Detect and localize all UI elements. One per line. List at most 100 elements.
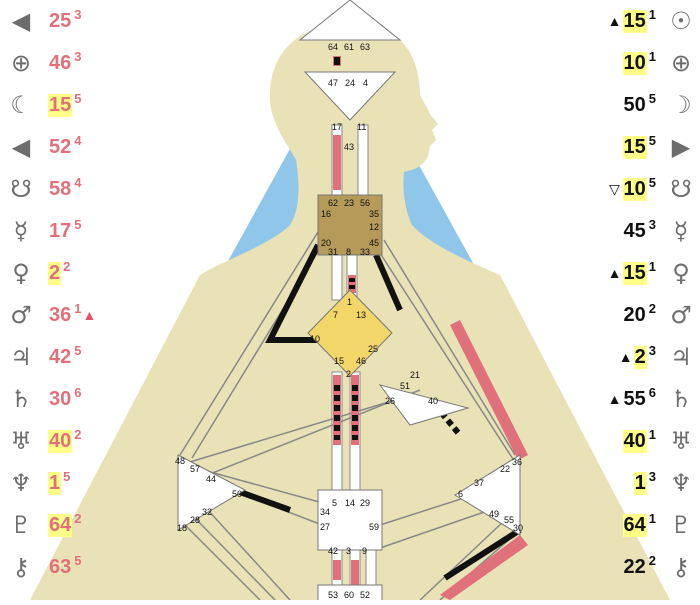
line-number: 2 — [74, 426, 82, 442]
gate-number: 46 — [49, 51, 72, 74]
gate-number: 15 — [48, 93, 73, 117]
line-number: 1 — [648, 258, 656, 274]
mercury-icon: ☿ — [13, 217, 29, 245]
gate-label: 15 — [334, 356, 344, 366]
gate-label: 13 — [356, 310, 366, 320]
gate-label: 29 — [360, 498, 370, 508]
gate-label: 34 — [320, 507, 330, 517]
line-number: 1 — [648, 6, 656, 22]
fixation-arrow-icon: ▲ — [82, 307, 97, 323]
gate-label: 62 — [328, 198, 338, 208]
gate-label: 20 — [321, 238, 331, 248]
gate-number: 2 — [633, 345, 647, 369]
gate-label: 53 — [328, 590, 338, 600]
gate-label: 30 — [513, 523, 523, 533]
gate-label: 32 — [202, 507, 212, 517]
gate-label: 35 — [369, 209, 379, 219]
gate-label: 46 — [356, 356, 366, 366]
gate-label: 63 — [360, 42, 370, 52]
gate-label: 45 — [369, 238, 379, 248]
gate-label: 61 — [344, 42, 354, 52]
gate-label: 31 — [328, 247, 338, 257]
uranus-icon: ♅ — [10, 427, 32, 455]
throat-center — [317, 194, 383, 256]
gate-number: 63 — [49, 555, 72, 578]
gate-label: 10 — [310, 334, 320, 344]
line-number: 6 — [648, 384, 656, 400]
line-number: 2 — [74, 510, 82, 526]
moon-icon: ☾ — [10, 91, 32, 119]
spleen-center — [177, 454, 247, 531]
pluto-icon: ♇ — [670, 511, 692, 539]
fixation-arrow-icon: ▲ — [607, 13, 622, 29]
line-number: 1 — [648, 48, 656, 64]
pluto-icon: ♇ — [10, 511, 32, 539]
gate-number: 36 — [49, 303, 72, 326]
gate-label: 44 — [206, 474, 216, 484]
gate-label: 9 — [362, 546, 367, 556]
gate-label: 48 — [175, 456, 185, 466]
head-center — [298, 0, 402, 41]
line-number: 5 — [74, 552, 82, 568]
south-node-icon: ☋ — [10, 175, 32, 203]
gate-number: 52 — [49, 135, 72, 158]
gate-label: 47 — [328, 78, 338, 88]
gate-label: 40 — [428, 396, 438, 406]
chiron-icon: ⚷ — [12, 553, 30, 581]
line-number: 3 — [648, 468, 656, 484]
line-number: 5 — [74, 90, 82, 106]
gate-label: 37 — [474, 478, 484, 488]
gate-label: 14 — [345, 498, 355, 508]
gate-number: 17 — [49, 219, 72, 242]
fixation-arrow-icon: ▲ — [607, 265, 622, 281]
gate-label: 64 — [328, 42, 338, 52]
mars-icon: ♂ — [10, 301, 32, 329]
gate-label: 12 — [369, 222, 379, 232]
line-number: 4 — [74, 132, 82, 148]
gate-label: 28 — [190, 515, 200, 525]
channel-lines — [179, 231, 521, 601]
gate-label: 50 — [232, 489, 242, 499]
gate-number: 64 — [48, 513, 73, 537]
line-number: 4 — [74, 174, 82, 190]
line-number: 3 — [648, 216, 656, 232]
gate-label: 43 — [344, 142, 354, 152]
gate-label: 22 — [500, 464, 510, 474]
line-number: 1 — [648, 510, 656, 526]
solar-plexus-center — [454, 454, 521, 536]
gate-number: 40 — [48, 429, 73, 453]
gate-number: 1 — [633, 471, 647, 495]
gate-label: 52 — [360, 590, 370, 600]
earth-icon: ⊕ — [670, 49, 692, 77]
